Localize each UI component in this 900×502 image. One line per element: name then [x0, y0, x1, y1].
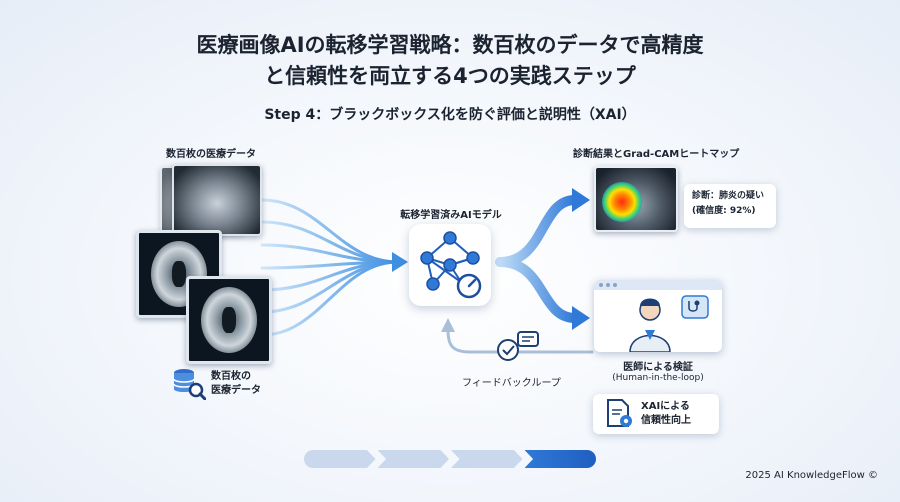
- step-subtitle: Step 4：ブラックボックス化を防ぐ評価と説明性（XAI）: [264, 107, 636, 123]
- arrowhead-upper: [572, 188, 590, 212]
- title-line-1: 医療画像AIの転移学習戦略：数百枚のデータで高精度: [196, 33, 704, 57]
- model-label: 転移学習済みAIモデル: [400, 210, 502, 221]
- heatmap-label: 診断結果とGrad-CAMヒートマップ: [573, 149, 740, 160]
- database-search-icon: [173, 369, 206, 400]
- checkmark-chat-icon: [497, 331, 539, 361]
- doctor-icon: [629, 295, 709, 352]
- gauge-icon: [456, 273, 482, 299]
- input-label-bottom: 数百枚の 医療データ: [211, 371, 261, 396]
- confidence-text: (確信度: 92%): [692, 206, 756, 216]
- xai-line-2: 信頼性向上: [641, 415, 691, 426]
- stethoscope-icon: [681, 295, 709, 319]
- document-gear-icon: [607, 399, 632, 427]
- mri-image-front: [186, 276, 272, 364]
- ai-model-card: [409, 224, 491, 306]
- doctor-verification-window: [594, 280, 722, 352]
- xray-image-front: [172, 164, 262, 236]
- xai-reliability-card: XAIによる 信頼性向上: [593, 394, 719, 434]
- progress-step-3: [451, 450, 523, 468]
- progress-step-1: [304, 450, 376, 468]
- page-title: 医療画像AIの転移学習戦略：数百枚のデータで高精度 と信頼性を両立する4つの実践…: [0, 30, 900, 92]
- diagnosis-text: 診断：肺炎の疑い: [692, 191, 765, 201]
- arrowhead-lower: [572, 306, 590, 330]
- progress-step-4: [524, 450, 596, 468]
- diagnosis-result-card: 診断：肺炎の疑い (確信度: 92%): [684, 184, 776, 228]
- data-fan-arrows: [260, 198, 400, 337]
- fan-arrowhead: [392, 252, 408, 272]
- title-line-2: と信頼性を両立する4つの実践ステップ: [264, 64, 636, 88]
- gradcam-heatmap-image: [594, 166, 678, 232]
- xai-line-1: XAIによる: [641, 401, 690, 412]
- output-arrows: [495, 195, 580, 323]
- feedback-label: フィードバックループ: [462, 378, 561, 389]
- verify-label: 医師による検証: [623, 362, 693, 373]
- progress-step-2: [377, 450, 449, 468]
- step-progress-bar: [304, 450, 596, 468]
- input-label-top: 数百枚の医療データ: [166, 149, 256, 160]
- neural-network-icon: [420, 231, 482, 299]
- feedback-loop-arrow: [446, 328, 594, 354]
- copyright-footer: 2025 AI KnowledgeFlow ©: [745, 470, 878, 481]
- verify-sublabel: (Human-in-the-loop): [612, 373, 704, 383]
